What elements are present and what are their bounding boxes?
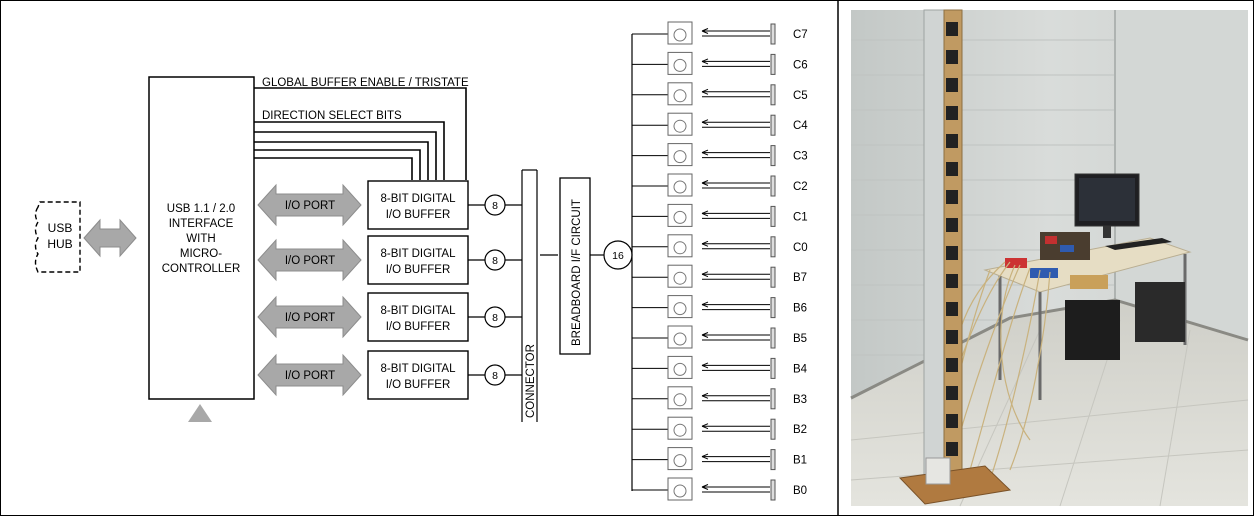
io-port-label: I/O PORT <box>285 255 335 267</box>
controller-input-triangle <box>188 404 212 422</box>
photo-monitor-screen <box>1079 178 1135 221</box>
photo-electronics-detail <box>1005 258 1027 268</box>
io-buffer-box <box>368 236 468 284</box>
setup-photo <box>851 10 1248 506</box>
photo-pc-tower <box>1135 282 1185 342</box>
photo-electronics-detail <box>1045 236 1057 244</box>
io-bus-width-label: 8 <box>492 255 498 267</box>
channel-label: C3 <box>793 151 808 163</box>
channel-label: B2 <box>793 424 807 436</box>
channel-label: B4 <box>793 363 808 375</box>
channel-label: B3 <box>793 394 807 406</box>
io-buffer-box <box>368 181 468 229</box>
io-buffer-label: 8-BIT DIGITAL <box>381 363 457 375</box>
channel-receiver <box>771 389 775 409</box>
channel-label: C0 <box>793 242 808 254</box>
channel-label: C2 <box>793 181 808 193</box>
channel-receiver <box>771 358 775 378</box>
photo-electronics-detail <box>1060 245 1074 252</box>
control-lines <box>254 88 466 180</box>
controller-label-line2: INTERFACE <box>169 218 234 230</box>
channel-receiver <box>771 480 775 500</box>
controller-label-line3: WITH <box>186 233 215 245</box>
photo-post-bracket <box>926 458 950 484</box>
global-buffer-label: GLOBAL BUFFER ENABLE / TRISTATE <box>262 77 469 89</box>
direction-select-label: DIRECTION SELECT BITS <box>262 110 402 122</box>
channel-receiver <box>771 328 775 348</box>
channel-receiver <box>771 85 775 105</box>
io-port-label: I/O PORT <box>285 312 335 324</box>
io-bus-width-label: 8 <box>492 200 498 212</box>
io-buffer-box <box>368 293 468 341</box>
channel-receiver <box>771 54 775 74</box>
usb-link-arrow <box>84 220 136 256</box>
io-buffer-label: I/O BUFFER <box>386 264 451 276</box>
channel-receiver <box>771 115 775 135</box>
channel-receiver <box>771 450 775 470</box>
channel-label: B6 <box>793 303 807 315</box>
channel-receiver <box>771 237 775 257</box>
bus-16-label: 16 <box>612 250 624 262</box>
channel-receiver <box>771 24 775 44</box>
block-diagram: USB HUB USB 1.1 / 2.0 INTERFACE WITH MIC… <box>36 22 809 500</box>
photo-monitor-stand <box>1103 226 1111 238</box>
io-port-label: I/O PORT <box>285 200 335 212</box>
photo-metal-post <box>924 10 946 478</box>
io-buffer-label: 8-BIT DIGITAL <box>381 305 457 317</box>
io-buffer-box <box>368 351 468 399</box>
io-buffer-label: I/O BUFFER <box>386 379 451 391</box>
channel-receiver <box>771 419 775 439</box>
controller-label-line5: CONTROLLER <box>162 263 241 275</box>
channel-label: B0 <box>793 485 807 497</box>
controller-label-line4: MICRO- <box>180 248 222 260</box>
usb-hub-label-line1: USB <box>48 221 73 235</box>
channel-label: C6 <box>793 59 808 71</box>
io-bus-width-label: 8 <box>492 312 498 324</box>
io-port-label: I/O PORT <box>285 370 335 382</box>
io-bus-width-label: 8 <box>492 370 498 382</box>
io-buffer-label: I/O BUFFER <box>386 209 451 221</box>
channel-label: C7 <box>793 29 808 41</box>
photo-pc-box <box>1065 300 1120 360</box>
io-buffer-label: 8-BIT DIGITAL <box>381 248 457 260</box>
channel-receiver <box>771 146 775 166</box>
photo-electronics-detail <box>1030 268 1058 278</box>
channel-receiver <box>771 206 775 226</box>
io-buffer-label: I/O BUFFER <box>386 321 451 333</box>
channel-label: C1 <box>793 211 808 223</box>
connector-label: CONNECTOR <box>525 344 537 418</box>
usb-hub-label-line2: HUB <box>47 237 72 251</box>
channel-label: B7 <box>793 272 807 284</box>
channel-label: B5 <box>793 333 807 345</box>
channel-list: C7C6C5C4C3C2C1C0B7B6B5B4B3B2B1B0 <box>632 22 808 500</box>
channel-label: C4 <box>793 120 808 132</box>
channel-label: C5 <box>793 90 808 102</box>
photo-breadboard <box>1070 275 1108 289</box>
channel-receiver <box>771 267 775 287</box>
io-buffer-label: 8-BIT DIGITAL <box>381 193 457 205</box>
controller-label-line1: USB 1.1 / 2.0 <box>167 203 235 215</box>
channel-receiver <box>771 298 775 318</box>
channel-label: B1 <box>793 455 807 467</box>
channel-receiver <box>771 176 775 196</box>
breadboard-label: BREADBOARD I/F CIRCUIT <box>571 199 583 346</box>
